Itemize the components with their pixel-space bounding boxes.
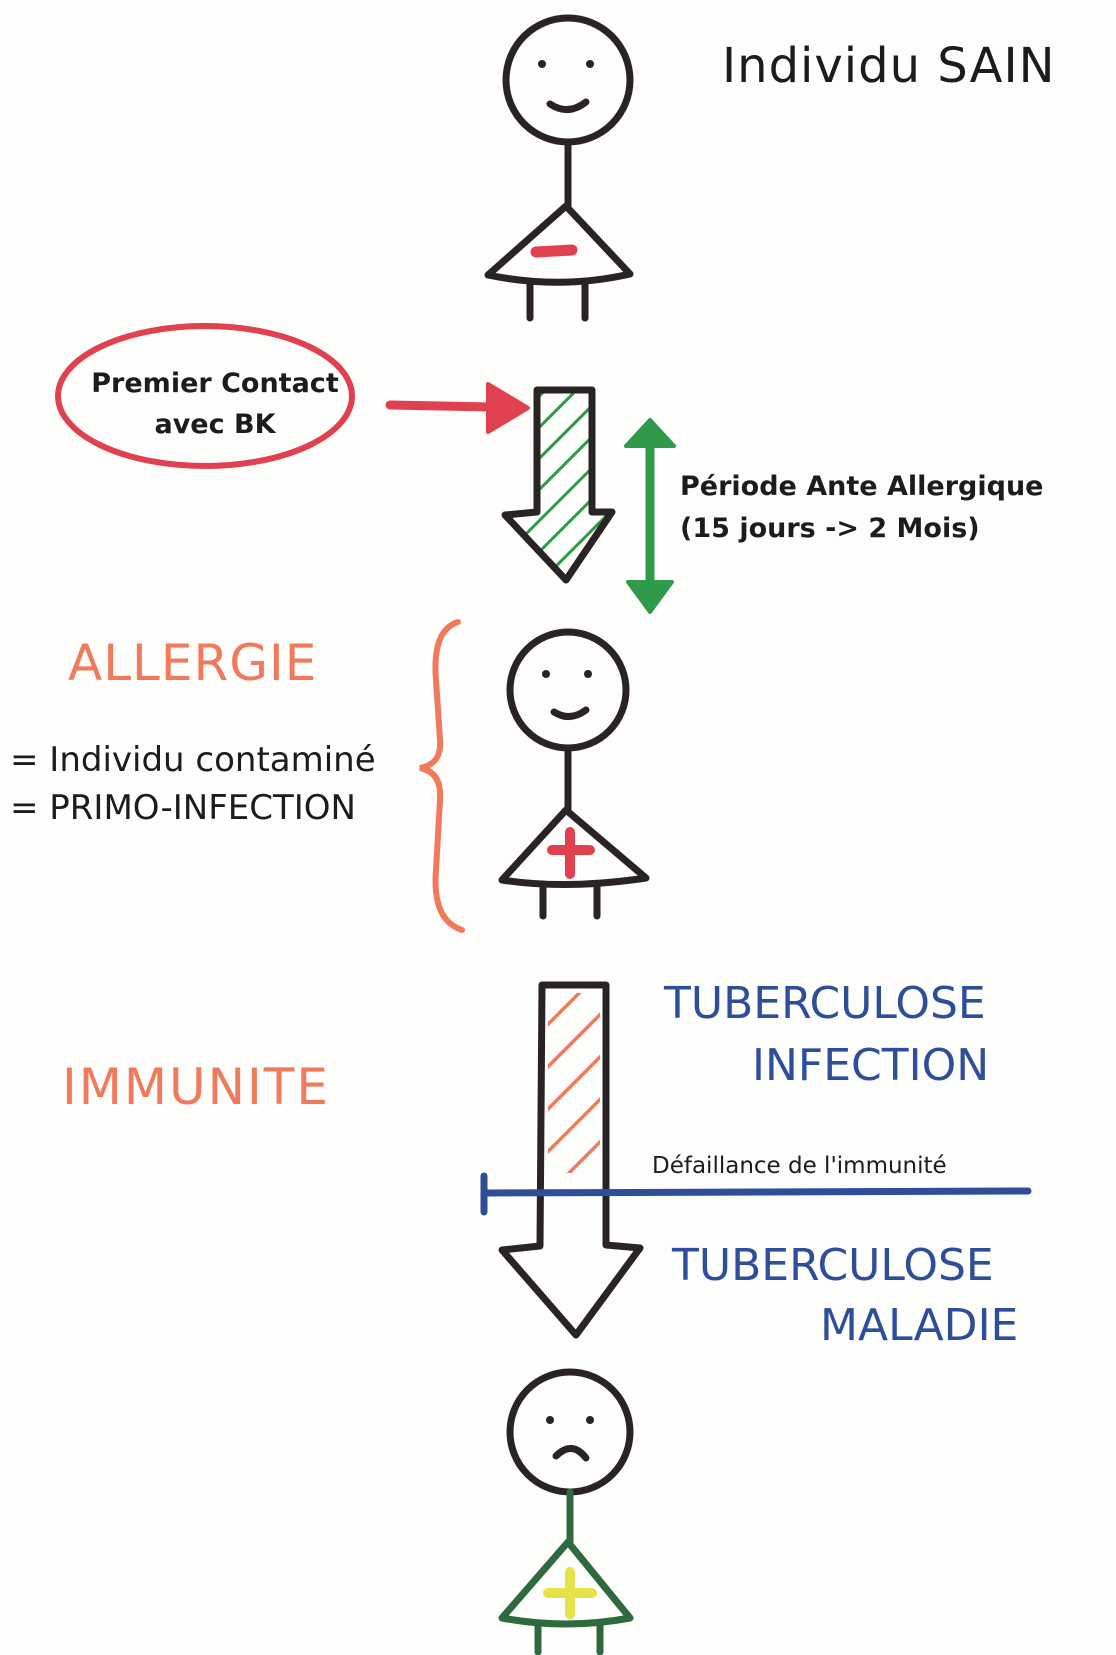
period-line-2: (15 jours -> 2 Mois) [680, 508, 1043, 550]
tuberculosis-infection-line-2: INFECTION [752, 1042, 989, 1090]
healthy-person-figure [488, 18, 630, 318]
contact-line-1: Premier Contact [70, 364, 360, 405]
face-head [510, 1372, 630, 1492]
sick-person-figure [502, 1372, 630, 1652]
immunity-heading: IMMUNITE [62, 1060, 330, 1115]
contact-label: Premier Contact avec BK [70, 364, 360, 445]
immunity-arrow [502, 985, 640, 1335]
allergy-definition-1: = Individu contaminé [10, 742, 376, 779]
face-head [506, 18, 630, 142]
face-head [510, 632, 626, 748]
tuberculosis-disease-line-1: TUBERCULOSE [672, 1242, 994, 1290]
allergy-definition-2: = PRIMO-INFECTION [10, 790, 356, 827]
tuberculosis-disease-line-2: MALADIE [820, 1302, 1018, 1350]
period-double-arrow [626, 420, 674, 612]
contact-arrow [390, 384, 528, 432]
page-title: Individu SAIN [722, 40, 1056, 93]
plus-sign [548, 1572, 592, 1614]
infected-person-figure [502, 632, 646, 916]
immunity-failure-line [484, 1176, 1028, 1212]
immunity-failure-label: Défaillance de l'immunité [652, 1154, 947, 1179]
plus-sign [552, 832, 590, 874]
minus-sign [536, 250, 572, 252]
period-label: Période Ante Allergique (15 jours -> 2 M… [680, 466, 1043, 550]
ante-allergic-arrow [505, 390, 612, 580]
period-line-1: Période Ante Allergique [680, 466, 1043, 508]
allergy-heading: ALLERGIE [68, 636, 317, 691]
tuberculosis-infection-line-1: TUBERCULOSE [664, 980, 986, 1028]
contact-line-2: avec BK [70, 405, 360, 446]
allergy-brace [420, 622, 462, 930]
